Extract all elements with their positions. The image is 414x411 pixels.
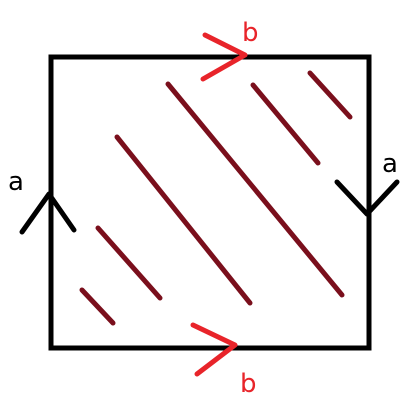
diagonal-hatching (79, 70, 353, 326)
hatch-line (79, 287, 116, 326)
label-top-b: b (242, 18, 259, 48)
hatch-line (307, 70, 353, 120)
hatch-line (250, 82, 321, 166)
edge-b-top-arrow-icon (200, 32, 248, 82)
square-outline (48, 54, 372, 351)
edge-a-right-arrow-icon (334, 179, 400, 217)
hatch-line (95, 225, 163, 301)
edge-a-left-arrow-icon (19, 191, 77, 235)
edge-b-bottom-arrow-icon (190, 322, 238, 377)
label-left-a: a (8, 167, 24, 197)
hatch-line (114, 134, 253, 306)
label-right-a: a (382, 149, 398, 179)
label-bottom-b: b (240, 369, 257, 399)
hatch-line (165, 81, 345, 298)
